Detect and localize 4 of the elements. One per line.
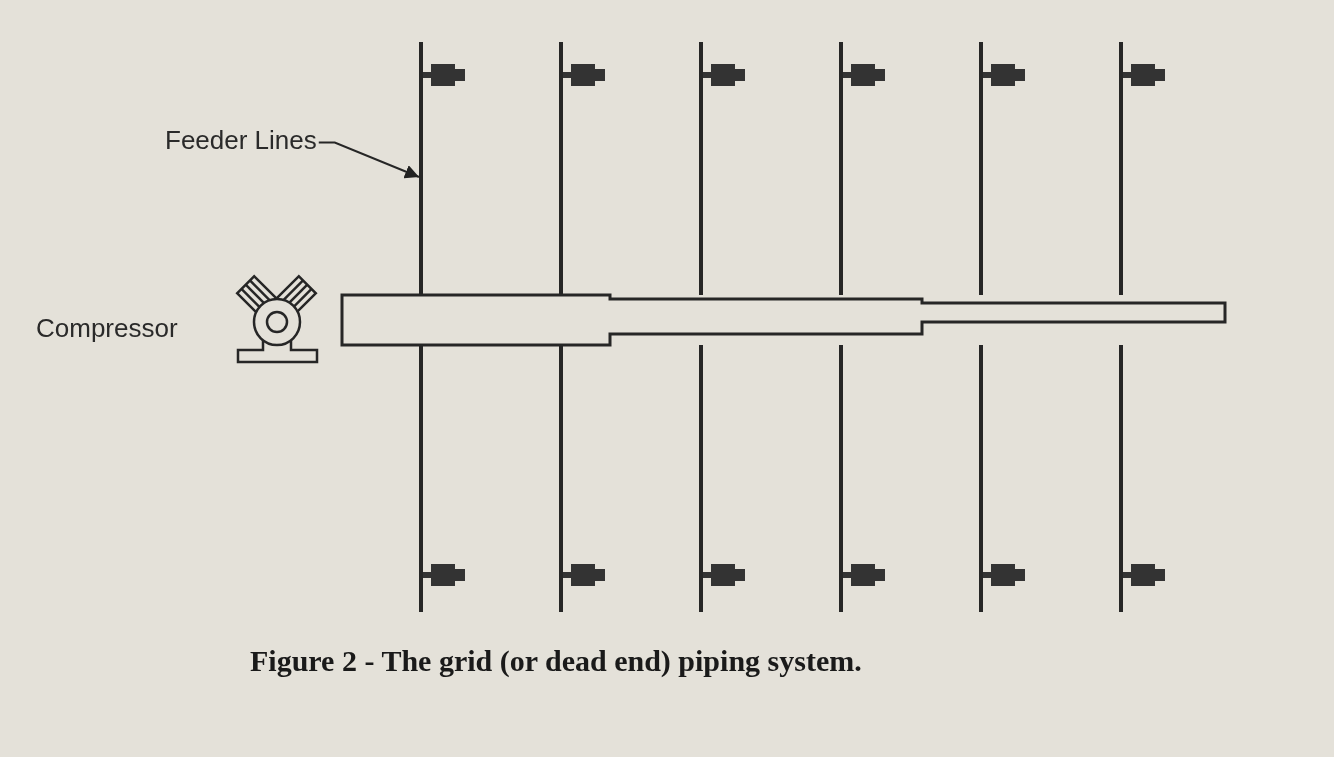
part-label: Compressor: [36, 313, 178, 344]
figure-caption: Figure 2 - The grid (or dead end) piping system.: [250, 644, 862, 678]
part-label: Feeder Lines: [165, 125, 317, 155]
leader-line: [317, 141, 420, 179]
